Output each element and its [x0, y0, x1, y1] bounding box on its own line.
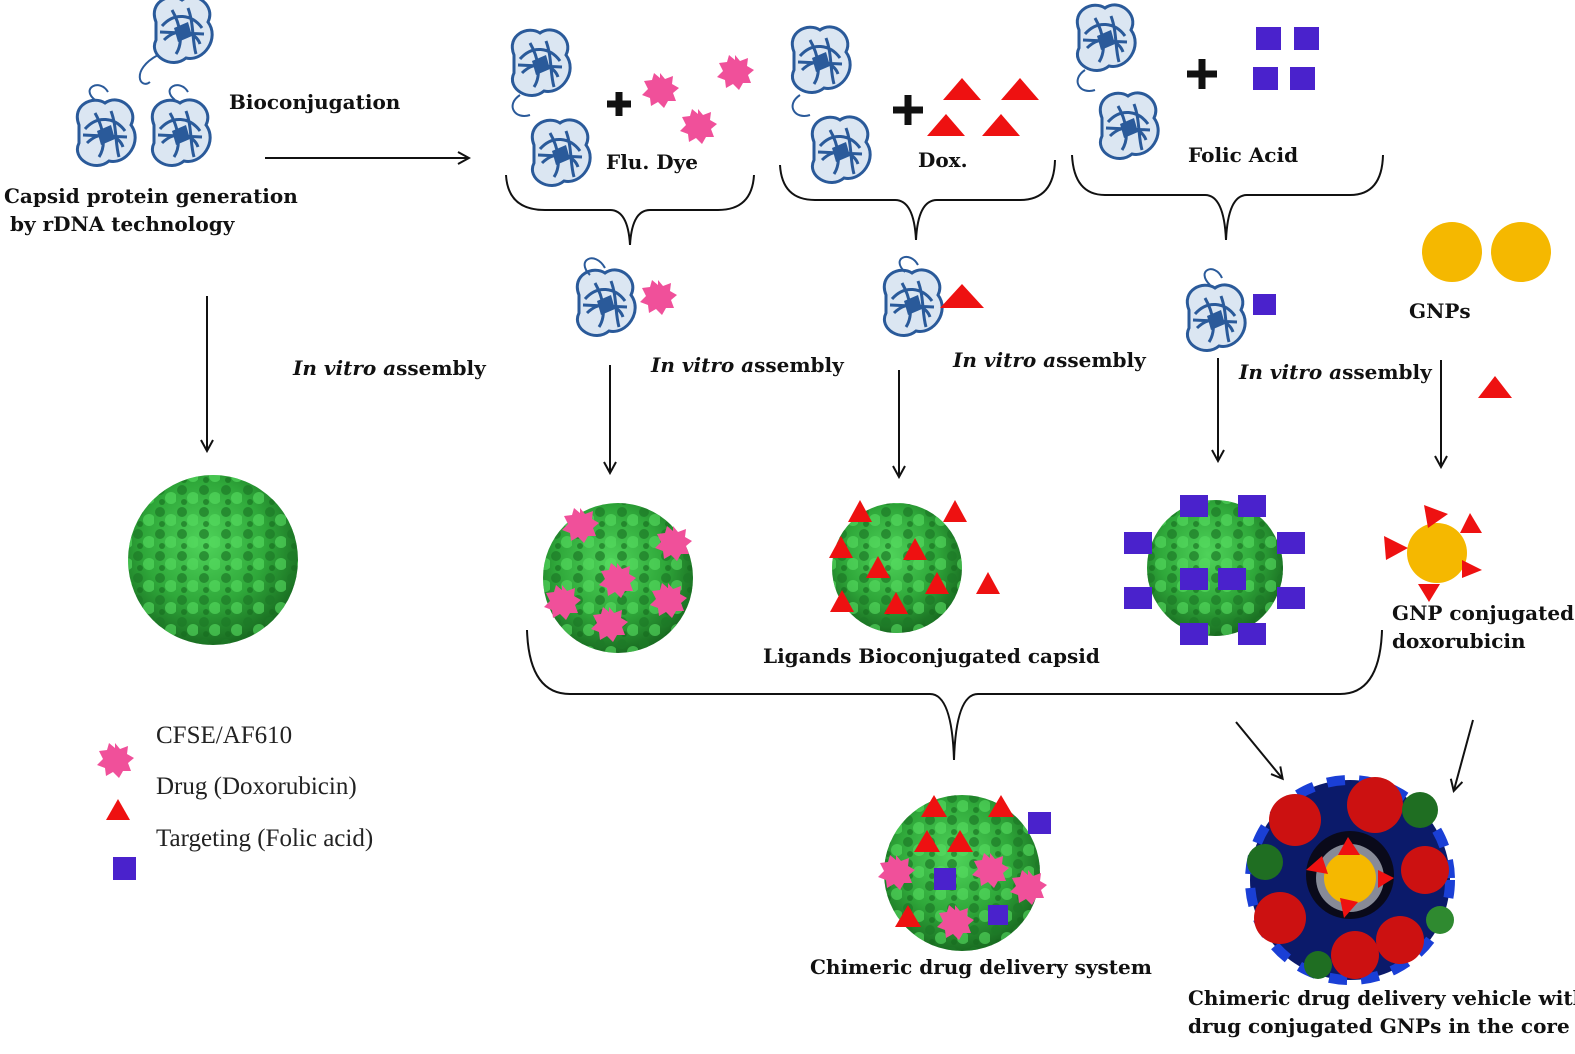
drug-triangle-icon: [1478, 376, 1512, 398]
folate-square-icon: [1256, 27, 1281, 50]
gnp-doxorubicin-conjugate: [1384, 505, 1482, 602]
folic-acid-label: Folic Acid: [1188, 143, 1299, 167]
dye-star-icon: [640, 280, 677, 315]
brace-folic: [1071, 154, 1384, 241]
ligands-bioconjugated-label: Ligands Bioconjugated capsid: [763, 644, 1100, 668]
folate-conjugated-protein: [1185, 268, 1276, 353]
gold-nanoparticle-icon: [1491, 222, 1551, 282]
folate-square-icon: [1294, 27, 1319, 50]
folate-square-icon: [1253, 294, 1276, 315]
flu-dye-label: Flu. Dye: [606, 150, 698, 174]
legend-red-triangle-icon: [106, 799, 130, 820]
folic-reagent-group: [1075, 3, 1319, 161]
dye-star-icon: [642, 73, 679, 108]
capsid-protein-cluster: [75, 0, 214, 168]
dye-star-icon: [717, 55, 754, 90]
gnp-conjugated-label-1: GNP conjugated: [1392, 601, 1575, 625]
in-vitro-assembly-label: In vitro assembly: [1239, 360, 1432, 384]
plus-icon: [607, 92, 631, 116]
capsid-generation-label-1: Capsid protein generation: [4, 184, 298, 208]
legend-blue-square-icon: [113, 857, 136, 880]
legend-pink-star-icon: [97, 743, 134, 778]
plus-icon: [1187, 59, 1217, 89]
vehicle-arrow: [1454, 719, 1474, 790]
gold-nanoparticle-icon: [1422, 222, 1482, 282]
folate-capsid: [1124, 495, 1305, 645]
plus-icon: [893, 95, 923, 125]
dox-reagent-group: [790, 25, 1039, 185]
gnp-particles: [1422, 222, 1551, 282]
dye-reagent-group: [510, 28, 754, 188]
legend-item-targeting: Targeting (Folic acid): [156, 825, 374, 852]
gnps-label: GNPs: [1409, 299, 1471, 323]
bioconjugation-label: Bioconjugation: [229, 90, 401, 114]
legend-symbols: [97, 743, 136, 880]
dox-conjugated-protein: [882, 255, 984, 338]
dye-capsid: [543, 503, 693, 653]
folate-square-icon: [1290, 67, 1315, 90]
brace-dox: [779, 159, 1056, 241]
dox-capsid: [829, 500, 1000, 633]
chimeric-vehicle-label-1: Chimeric drug delivery vehicle with: [1188, 986, 1575, 1010]
chimeric-vehicle-label-2: drug conjugated GNPs in the core: [1188, 1014, 1570, 1038]
drug-triangle-icon: [927, 114, 965, 136]
vehicle-arrow: [1235, 721, 1282, 778]
combination-brace: [526, 629, 1383, 761]
legend-item-drug: Drug (Doxorubicin): [156, 773, 357, 800]
drug-triangle-icon: [940, 284, 984, 308]
dox-label: Dox.: [918, 148, 968, 172]
drug-triangle-icon: [943, 78, 981, 100]
in-vitro-assembly-label: In vitro assembly: [651, 353, 844, 377]
in-vitro-assembly-label: In vitro assembly: [953, 348, 1146, 372]
drug-triangle-icon: [982, 114, 1020, 136]
brace-dye: [505, 174, 755, 246]
folate-square-icon: [1253, 67, 1278, 90]
dye-star-icon: [680, 109, 717, 144]
chimeric-vehicle: [1245, 775, 1455, 985]
capsid-generation-label-2: by rDNA technology: [10, 212, 235, 236]
dye-conjugated-protein: [575, 257, 677, 338]
legend-item-dye: CFSE/AF610: [156, 722, 293, 749]
chimeric-capsid: [878, 795, 1051, 951]
gnp-conjugated-label-2: doxorubicin: [1392, 629, 1526, 653]
chimeric-system-label: Chimeric drug delivery system: [810, 955, 1152, 979]
drug-triangle-icon: [1001, 78, 1039, 100]
empty-capsid: [128, 475, 298, 645]
in-vitro-assembly-label: In vitro assembly: [293, 356, 486, 380]
